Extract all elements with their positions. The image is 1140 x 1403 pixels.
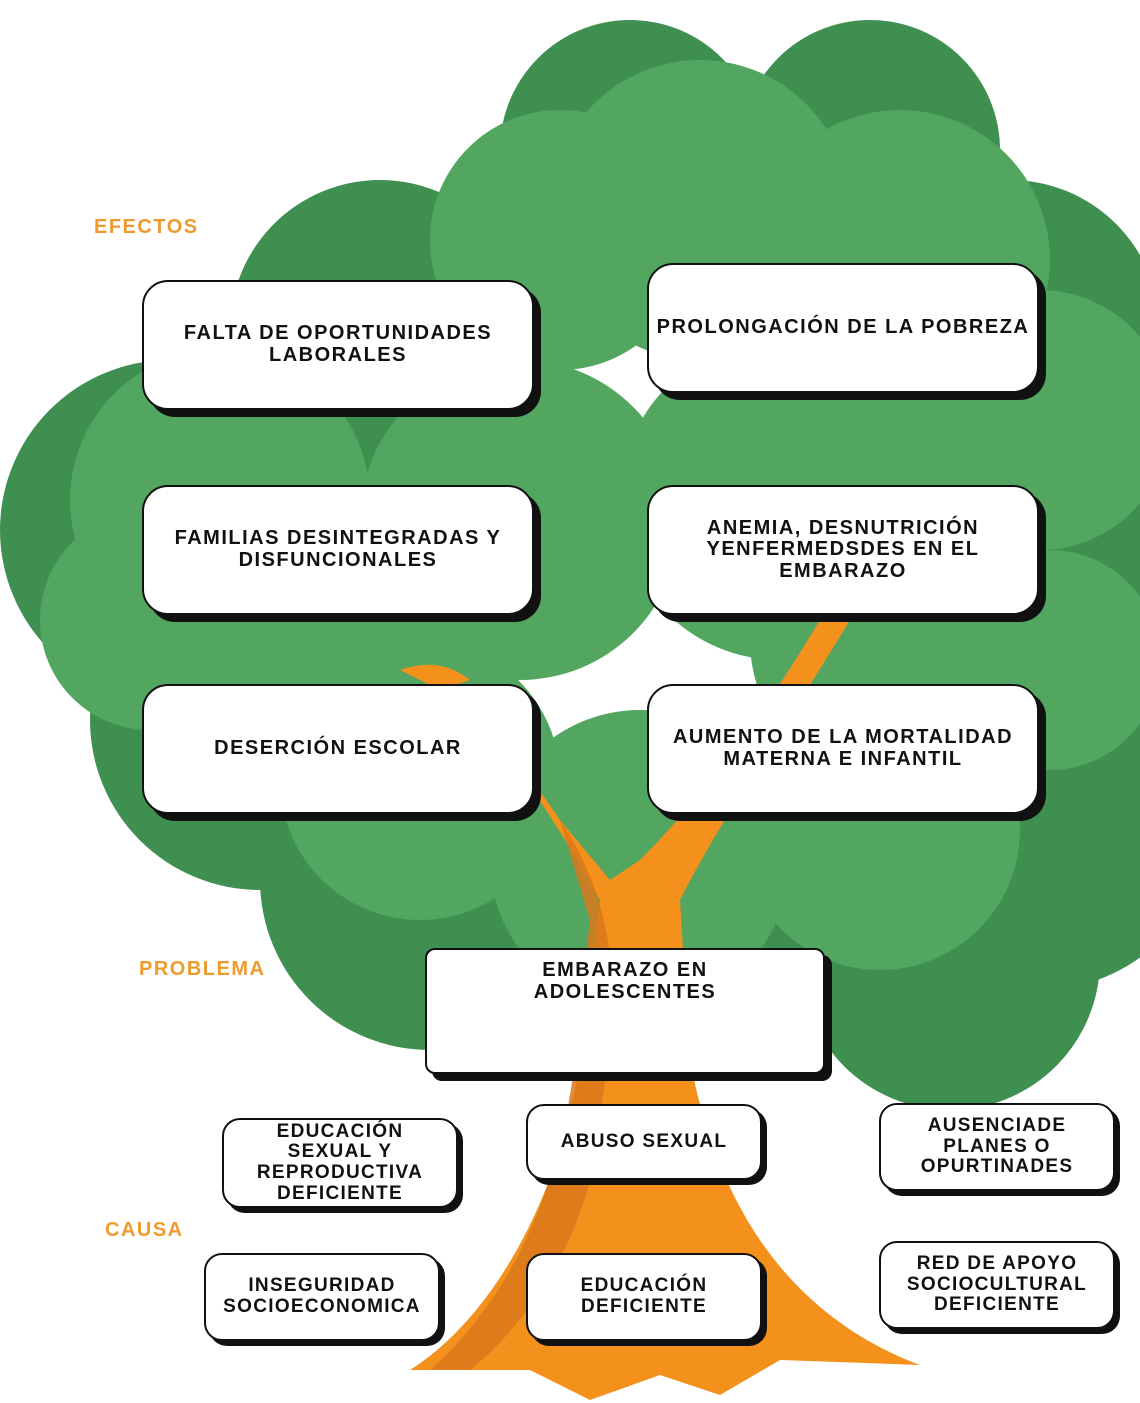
cause-section-label: CAUSA [105,1219,184,1241]
effects-section-label: EFECTOS [94,216,199,238]
effect-box-school-dropout: DESERCIÓN ESCOLAR [142,684,534,814]
effect-text: DESERCIÓN ESCOLAR [214,737,462,760]
cause-box-sexual-abuse: ABUSO SEXUAL [526,1104,762,1180]
effect-text: PROLONGACIÓN DE LA POBREZA [656,316,1030,339]
cause-text: ABUSO SEXUAL [560,1130,728,1152]
effect-box-prolonged-poverty: PROLONGACIÓN DE LA POBREZA [647,263,1039,393]
problem-section-label: PROBLEMA [139,958,266,980]
